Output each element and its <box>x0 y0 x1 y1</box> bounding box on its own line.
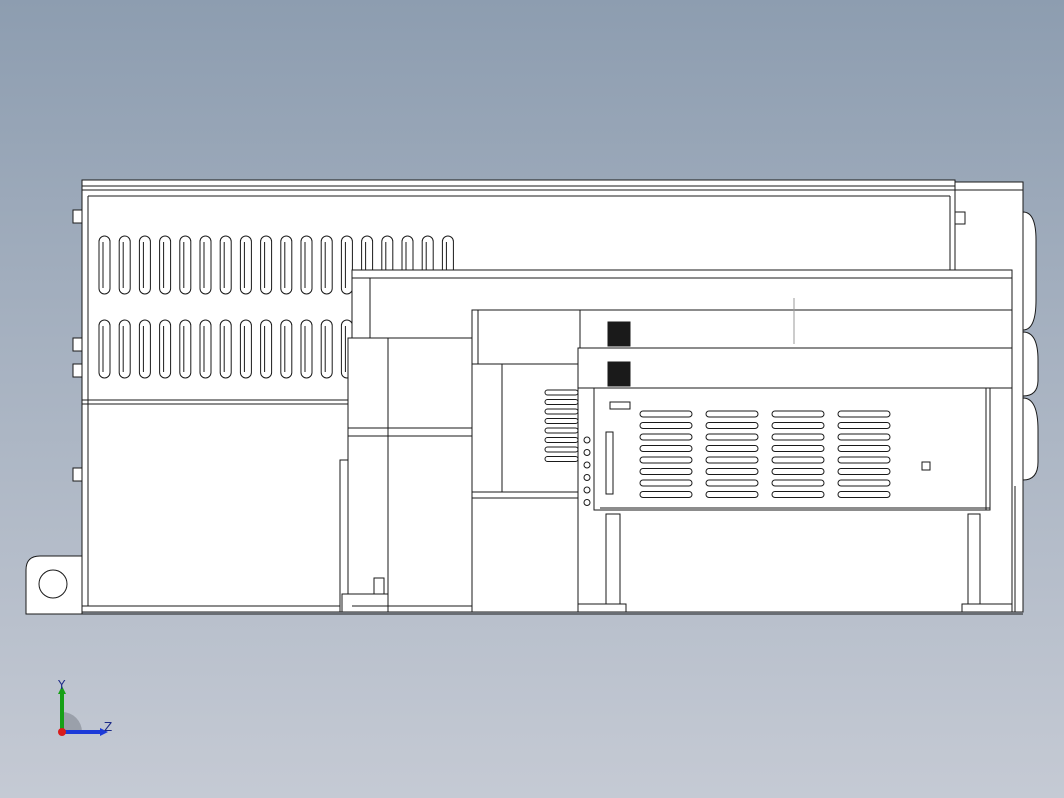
grille-slot <box>544 446 579 453</box>
front-grille-slot <box>837 479 891 487</box>
front-grille-slot <box>837 468 891 475</box>
front-grille-slot <box>837 445 891 452</box>
front-grille-slot <box>639 491 693 498</box>
vent-slot <box>320 319 333 379</box>
vent-slots-upper <box>98 235 454 295</box>
front-grille-slot <box>837 456 891 464</box>
vent-slot <box>219 235 232 295</box>
side-grille <box>544 389 579 462</box>
front-grille-slot <box>639 422 693 429</box>
vent-slot <box>98 235 111 295</box>
front-grille-slot <box>771 456 825 464</box>
indicator-circles <box>583 436 591 506</box>
vent-slot <box>179 319 192 379</box>
front-grille-slot <box>837 433 891 441</box>
front-grille-slot <box>837 410 891 418</box>
vent-slot <box>260 235 273 295</box>
grille-slot <box>544 399 579 405</box>
vent-slot <box>159 319 172 379</box>
z-axis-label: Z <box>104 720 113 734</box>
grille-slot <box>544 389 579 396</box>
indicator-circle <box>583 449 591 456</box>
vent-slot <box>98 319 111 379</box>
y-axis-arrow <box>60 692 64 732</box>
front-grille-slot <box>771 491 825 498</box>
vent-slot <box>179 235 192 295</box>
z-axis-arrow <box>62 730 102 734</box>
front-grille-slot <box>705 422 759 429</box>
front-grille-slot <box>639 468 693 475</box>
front-grille-slot <box>639 445 693 452</box>
grille-slot <box>544 408 579 415</box>
vent-slot <box>138 235 151 295</box>
vent-slot <box>219 319 232 379</box>
front-grille-slot <box>771 433 825 441</box>
vent-slot <box>199 319 212 379</box>
vent-slot <box>239 235 252 295</box>
front-grille-slot <box>639 433 693 441</box>
indicator-circle <box>583 474 591 481</box>
vent-slot <box>280 235 293 295</box>
front-grille-slot <box>705 468 759 475</box>
vent-slot <box>199 235 212 295</box>
vent-slot <box>300 235 313 295</box>
vent-slot <box>118 235 131 295</box>
front-grille-slot <box>771 422 825 429</box>
vent-slot <box>138 319 151 379</box>
front-grille-slot <box>837 491 891 498</box>
indicator-circle <box>583 436 591 444</box>
indicator-circle <box>583 486 591 494</box>
vent-slot <box>280 319 293 379</box>
front-grille-slot <box>639 456 693 464</box>
left-screws <box>72 209 83 482</box>
front-grille-slot <box>705 410 759 418</box>
front-grille-slot <box>705 456 759 464</box>
mounting-tab <box>25 555 83 615</box>
front-grille-slot <box>705 445 759 452</box>
grille-slot <box>544 427 579 434</box>
x-axis-dot <box>58 728 66 736</box>
front-grille-slot <box>705 491 759 498</box>
front-grille-slot <box>771 410 825 418</box>
front-grille-slot <box>837 422 891 429</box>
front-grille-slot <box>771 479 825 487</box>
front-grille <box>639 410 891 498</box>
indicator-circle <box>583 461 591 469</box>
grille-slot <box>544 437 579 443</box>
y-axis-label: Y <box>58 678 66 692</box>
vent-slot <box>118 319 131 379</box>
grille-slot <box>544 456 579 462</box>
front-grille-slot <box>771 468 825 475</box>
vent-slot <box>340 235 353 295</box>
triad-graphic <box>58 686 108 736</box>
vent-slot <box>300 319 313 379</box>
vent-slot <box>239 319 252 379</box>
grille-slot <box>544 418 579 424</box>
front-grille-slot <box>639 410 693 418</box>
front-grille-slot <box>639 479 693 487</box>
vent-slot <box>159 235 172 295</box>
front-grille-slot <box>771 445 825 452</box>
vent-slot <box>320 235 333 295</box>
axis-triad: Y Z <box>48 678 120 742</box>
front-grille-slot <box>705 479 759 487</box>
indicator-circle <box>583 499 591 506</box>
front-grille-slot <box>705 433 759 441</box>
vent-slot <box>260 319 273 379</box>
